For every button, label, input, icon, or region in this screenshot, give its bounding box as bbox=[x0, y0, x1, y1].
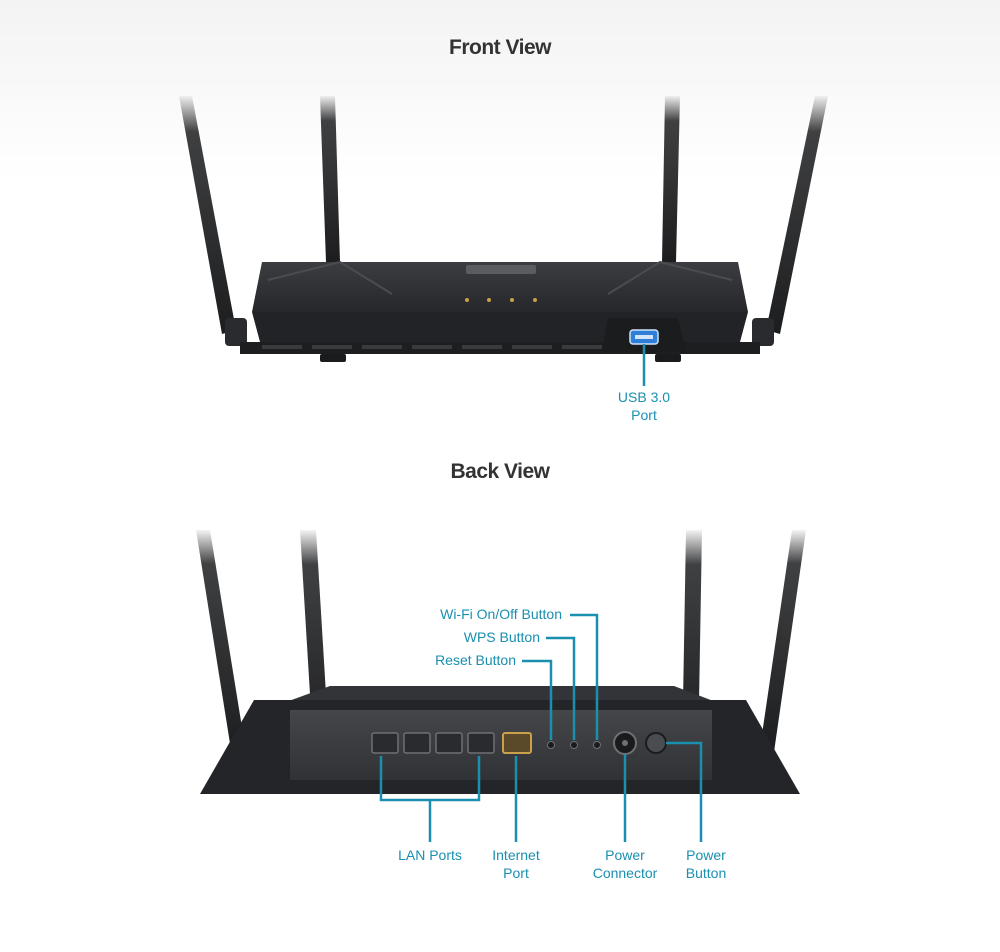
power-button-callout-line bbox=[666, 741, 703, 842]
front-hinge-left bbox=[225, 318, 247, 346]
router-back-illustration bbox=[196, 530, 806, 794]
back-callout-lines bbox=[379, 613, 703, 842]
back-antenna-right-outer bbox=[760, 530, 806, 752]
front-vents bbox=[262, 345, 602, 349]
reset-button-label: Reset Button bbox=[435, 652, 516, 668]
wifi-callout-line bbox=[570, 613, 599, 740]
usb-port-label-line2: Port bbox=[631, 407, 657, 423]
wps-button-hole bbox=[570, 741, 578, 749]
power-button-label: Power Button bbox=[666, 846, 746, 882]
back-panel bbox=[290, 710, 712, 780]
power-connector-label: Power Connector bbox=[580, 846, 670, 882]
lan-ports-label: LAN Ports bbox=[398, 847, 462, 863]
front-led-3 bbox=[510, 298, 514, 302]
power-connector-label-line2: Connector bbox=[592, 865, 658, 881]
front-foot-left bbox=[320, 354, 346, 362]
back-antenna-left-outer bbox=[196, 530, 246, 756]
wifi-button-hole bbox=[593, 741, 601, 749]
front-foot-right bbox=[655, 354, 681, 362]
front-antenna-left-outer bbox=[179, 96, 236, 334]
reset-callout-line bbox=[522, 659, 553, 740]
wifi-button-label: Wi-Fi On/Off Button bbox=[440, 606, 562, 622]
front-antenna-right-outer bbox=[766, 96, 828, 334]
back-body-top bbox=[286, 686, 716, 702]
power-button-label-line1: Power bbox=[686, 847, 726, 863]
front-antenna-right-inner bbox=[662, 96, 680, 262]
lan-ports bbox=[371, 732, 495, 754]
power-button-label-line2: Button bbox=[685, 865, 727, 881]
front-body-top bbox=[252, 262, 748, 312]
usb-port-label: USB 3.0 Port bbox=[604, 388, 684, 424]
wps-button-label: WPS Button bbox=[463, 629, 540, 645]
internet-port-label-line2: Port bbox=[503, 865, 529, 881]
front-antenna-left-inner bbox=[320, 96, 340, 262]
front-led-2 bbox=[487, 298, 491, 302]
front-led-1 bbox=[465, 298, 469, 302]
front-ridge-left bbox=[267, 260, 393, 295]
internet-port bbox=[502, 732, 532, 754]
power-connector-label-line1: Power bbox=[605, 847, 645, 863]
router-front-illustration bbox=[179, 96, 828, 362]
reset-button-hole bbox=[547, 741, 555, 749]
internet-port-label: Internet Port bbox=[476, 846, 556, 882]
front-led-4 bbox=[533, 298, 537, 302]
internet-port-label-line1: Internet bbox=[492, 847, 540, 863]
power-button-knob bbox=[645, 732, 667, 754]
front-logo bbox=[466, 265, 536, 274]
front-hinge-right bbox=[752, 318, 774, 346]
usb-port-label-line1: USB 3.0 bbox=[617, 389, 671, 405]
front-ridge-right bbox=[607, 260, 733, 295]
back-view-title: Back View bbox=[450, 460, 550, 483]
wps-callout-line bbox=[546, 636, 576, 740]
front-view-title: Front View bbox=[449, 36, 551, 59]
